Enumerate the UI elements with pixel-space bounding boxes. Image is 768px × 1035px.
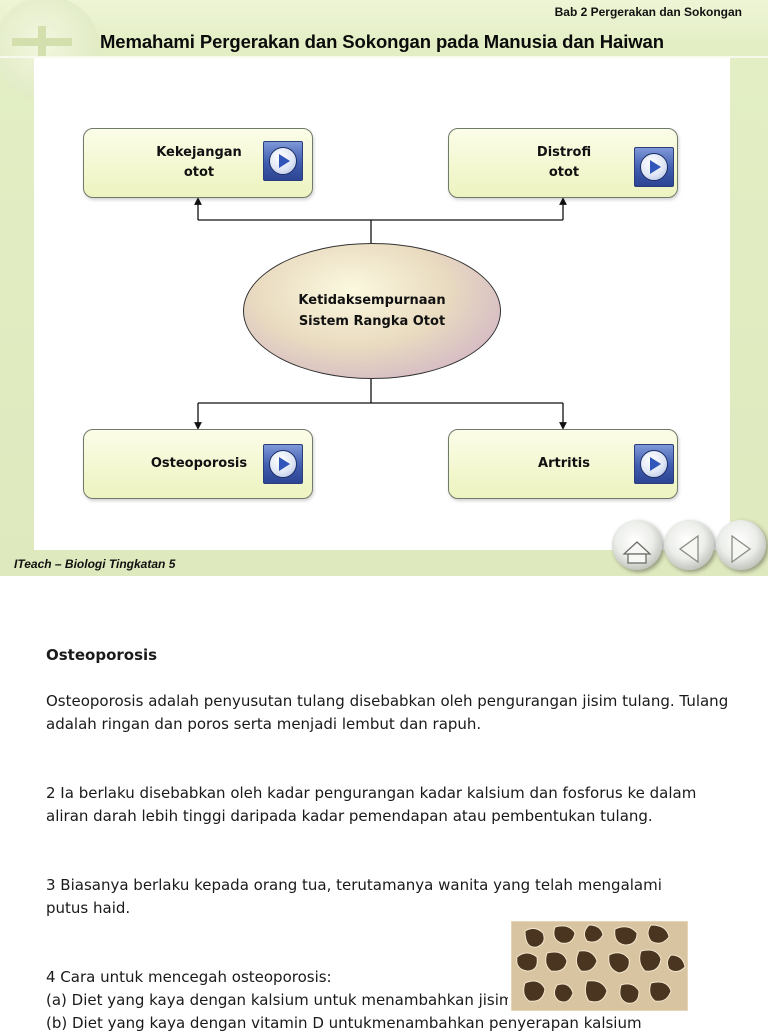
article-heading: Osteoporosis (46, 644, 157, 667)
paragraph-3: 3 Biasanya berlaku kepada orang tua, ter… (46, 874, 686, 920)
box-distrofi-otot: Distrofi otot (448, 128, 678, 198)
footer: ITeach – Biologi Tingkatan 5 (14, 557, 175, 571)
play-icon[interactable] (634, 147, 674, 187)
center-label: Ketidaksempurnaan Sistem Rangka Otot (298, 290, 445, 332)
paragraph-2: 2 Ia berlaku disebabkan oleh kadar pengu… (46, 782, 736, 828)
box-label: Artritis (469, 430, 659, 498)
center-ellipse: Ketidaksempurnaan Sistem Rangka Otot (243, 243, 501, 379)
play-icon[interactable] (263, 444, 303, 484)
concept-map: Kekejangan otot Distrofi otot Ketidaksem… (0, 0, 768, 576)
box-label: Distrofi otot (489, 129, 639, 197)
paragraph-4a: (a) Diet yang kaya dengan kalsium untuk … (46, 989, 508, 1012)
box-artritis: Artritis (448, 429, 678, 499)
bone-structure-image (511, 921, 688, 1011)
home-icon[interactable] (612, 520, 662, 570)
box-kekejangan-otot: Kekejangan otot (83, 128, 313, 198)
play-icon[interactable] (634, 444, 674, 484)
box-osteoporosis: Osteoporosis (83, 429, 313, 499)
box-label: Kekejangan otot (124, 129, 274, 197)
play-icon[interactable] (263, 141, 303, 181)
paragraph-1: Osteoporosis adalah penyusutan tulang di… (46, 690, 736, 736)
slide: Bab 2 Pergerakan dan Sokongan Memahami P… (0, 0, 768, 576)
forward-arrow-icon[interactable] (716, 520, 766, 570)
back-arrow-icon[interactable] (664, 520, 714, 570)
